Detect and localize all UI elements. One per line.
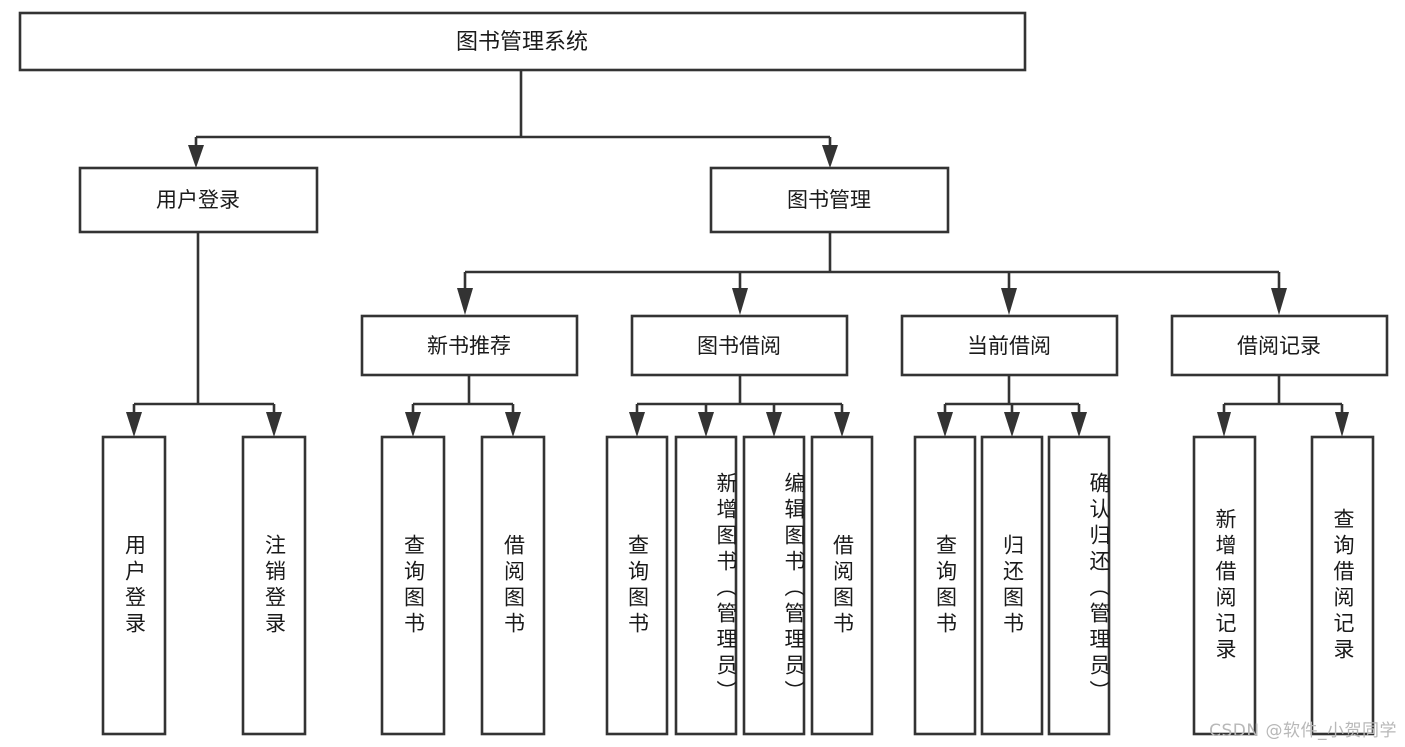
arrow-head-leaf-user-logout [266, 412, 282, 437]
leaf-user-logout-box[interactable] [241, 435, 307, 736]
node-root-label: 图书管理系统 [456, 30, 588, 55]
node-book-borrow[interactable]: 图书借阅 [630, 314, 849, 377]
arrow-head-leaf-add-book [698, 412, 714, 437]
leaf-add-book-box[interactable] [674, 435, 738, 736]
node-borrow-record[interactable]: 借阅记录 [1170, 314, 1389, 377]
node-user-login-box[interactable] [78, 166, 319, 234]
arrow-head-leaf-query-book-2 [629, 412, 645, 437]
leaf-boxes [101, 435, 1375, 736]
node-current-borrow-box[interactable] [900, 314, 1119, 377]
node-new-book-recommend-label: 新书推荐 [427, 334, 511, 358]
leaf-add-record-box[interactable] [1192, 435, 1257, 736]
node-book-manage-label: 图书管理 [787, 188, 871, 212]
leaf-borrow-book-2-box[interactable] [810, 435, 874, 736]
arrow-head-leaf-borrow-book-2 [834, 412, 850, 437]
node-book-borrow-box[interactable] [630, 314, 849, 377]
node-book-manage-box[interactable] [709, 166, 950, 234]
node-new-book-recommend[interactable]: 新书推荐 [360, 314, 579, 377]
leaf-query-book-1-box[interactable] [380, 435, 446, 736]
arrow-head-new-book-recommend [457, 288, 473, 315]
node-book-borrow-label: 图书借阅 [697, 334, 781, 358]
connectors-book-borrow-to-leaves [629, 375, 850, 437]
node-root[interactable]: 图书管理系统 [18, 11, 1027, 72]
node-book-manage[interactable]: 图书管理 [709, 166, 950, 234]
leaf-query-record-box[interactable] [1310, 435, 1375, 736]
arrow-head-leaf-user-login [126, 412, 142, 437]
connectors-current-borrow-to-leaves [937, 375, 1087, 437]
connectors-book-manage-to-level3 [457, 232, 1287, 315]
node-user-login[interactable]: 用户登录 [78, 166, 319, 234]
arrow-head-leaf-query-book-3 [937, 412, 953, 437]
node-root-box[interactable] [18, 11, 1027, 72]
node-user-login-label: 用户登录 [156, 188, 240, 212]
connectors-borrow-record-to-leaves [1217, 375, 1349, 437]
node-borrow-record-box[interactable] [1170, 314, 1389, 377]
connectors-root-to-level2 [188, 70, 838, 168]
leaf-query-book-3-box[interactable] [913, 435, 977, 736]
connectors-new-book-recommend-to-leaves [405, 375, 521, 437]
node-current-borrow[interactable]: 当前借阅 [900, 314, 1119, 377]
leaf-return-book-box[interactable] [980, 435, 1044, 736]
arrow-head-leaf-query-record [1335, 412, 1349, 437]
node-current-borrow-label: 当前借阅 [967, 334, 1051, 358]
leaf-borrow-book-1-box[interactable] [480, 435, 546, 736]
arrow-head-leaf-return-book [1004, 412, 1020, 437]
node-borrow-record-label: 借阅记录 [1237, 334, 1321, 358]
arrow-head-leaf-confirm-return [1071, 412, 1087, 437]
csdn-watermark: CSDN @软件_小贺同学 [1209, 721, 1397, 741]
arrow-head-user-login [188, 145, 204, 168]
leaf-edit-book-box[interactable] [742, 435, 806, 736]
arrow-head-current-borrow [1001, 288, 1017, 315]
arrow-head-leaf-borrow-book-1 [505, 412, 521, 437]
leaf-user-login-box[interactable] [101, 435, 167, 736]
node-new-book-recommend-box[interactable] [360, 314, 579, 377]
arrow-head-leaf-query-book-1 [405, 412, 421, 437]
arrow-head-leaf-edit-book [766, 412, 782, 437]
leaf-confirm-return-box[interactable] [1047, 435, 1111, 736]
arrow-head-book-borrow [732, 288, 748, 315]
connectors-user-login-to-leaves [126, 232, 282, 437]
arrow-head-leaf-add-record [1217, 412, 1231, 437]
arrow-head-borrow-record [1271, 288, 1287, 315]
leaf-query-book-2-box[interactable] [605, 435, 669, 736]
arrow-head-book-manage [822, 145, 838, 168]
